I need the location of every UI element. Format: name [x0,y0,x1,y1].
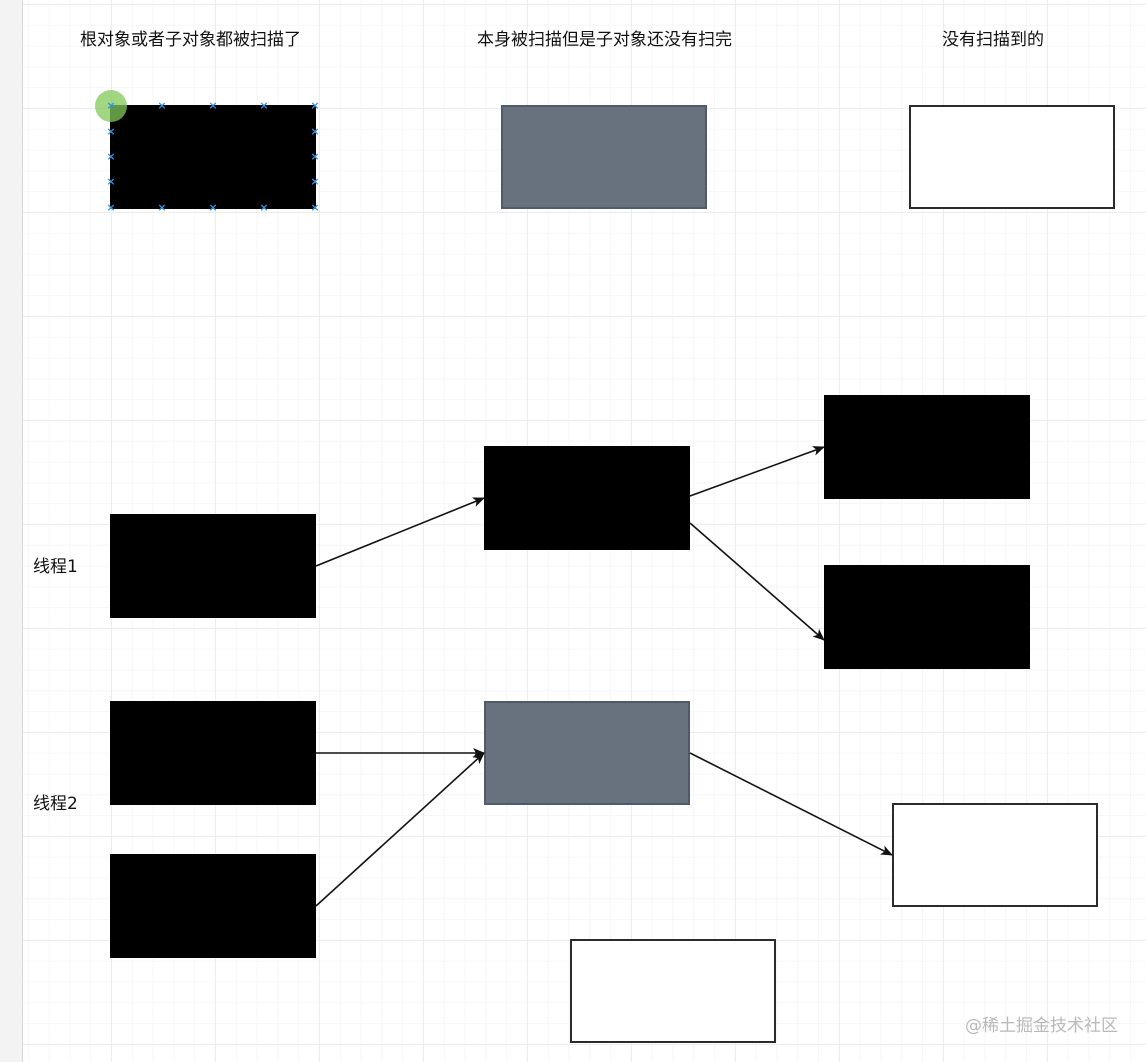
thread2-root-node-bottom[interactable] [110,854,316,958]
legend-gray-box[interactable] [501,105,707,209]
selection-anchor-dot[interactable] [95,90,127,122]
resize-handle-icon[interactable]: × [106,125,116,138]
thread2-child-node[interactable] [484,701,690,805]
arrow-thread1-root-to-child[interactable] [315,497,485,567]
thread1-leaf-node-top[interactable] [824,395,1030,499]
thread2-label: 线程2 [33,794,78,814]
resize-handle-icon[interactable]: × [157,201,167,214]
resize-handle-icon[interactable]: × [259,201,269,214]
resize-handle-icon[interactable]: × [208,99,218,112]
unreached-node[interactable] [570,939,776,1043]
resize-handle-icon[interactable]: × [106,150,116,163]
thread1-label: 线程1 [33,557,78,577]
resize-handle-icon[interactable]: × [157,99,167,112]
thread2-root-node-top[interactable] [110,701,316,805]
thread1-root-node[interactable] [110,514,316,618]
legend-white-box[interactable] [909,105,1115,209]
legend-black-box[interactable] [110,105,316,209]
resize-handle-icon[interactable]: × [259,99,269,112]
legend-caption-white: 没有扫描到的 [942,30,1044,50]
legend-caption-black: 根对象或者子对象都被扫描了 [80,30,301,50]
resize-handle-icon[interactable]: × [310,175,320,188]
left-panel-edge [0,0,23,1062]
resize-handle-icon[interactable]: × [106,99,116,112]
thread1-leaf-node-bottom[interactable] [824,565,1030,669]
thread2-leaf-node[interactable] [892,803,1098,907]
resize-handle-icon[interactable]: × [310,201,320,214]
resize-handle-icon[interactable]: × [310,99,320,112]
arrow-thread1-child-to-top-leaf[interactable] [689,446,825,497]
resize-handle-icon[interactable]: × [310,150,320,163]
resize-handle-icon[interactable]: × [208,201,218,214]
watermark: @稀土掘金技术社区 [965,1016,1118,1036]
arrow-thread2-bottom-root-to-child[interactable] [315,752,485,907]
arrow-thread1-child-to-bottom-leaf[interactable] [689,522,825,641]
legend-caption-gray: 本身被扫描但是子对象还没有扫完 [477,30,732,50]
resize-handle-icon[interactable]: × [310,125,320,138]
arrow-thread2-child-to-leaf[interactable] [689,752,893,856]
resize-handle-icon[interactable]: × [106,175,116,188]
thread1-child-node[interactable] [484,446,690,550]
resize-handle-icon[interactable]: × [106,201,116,214]
